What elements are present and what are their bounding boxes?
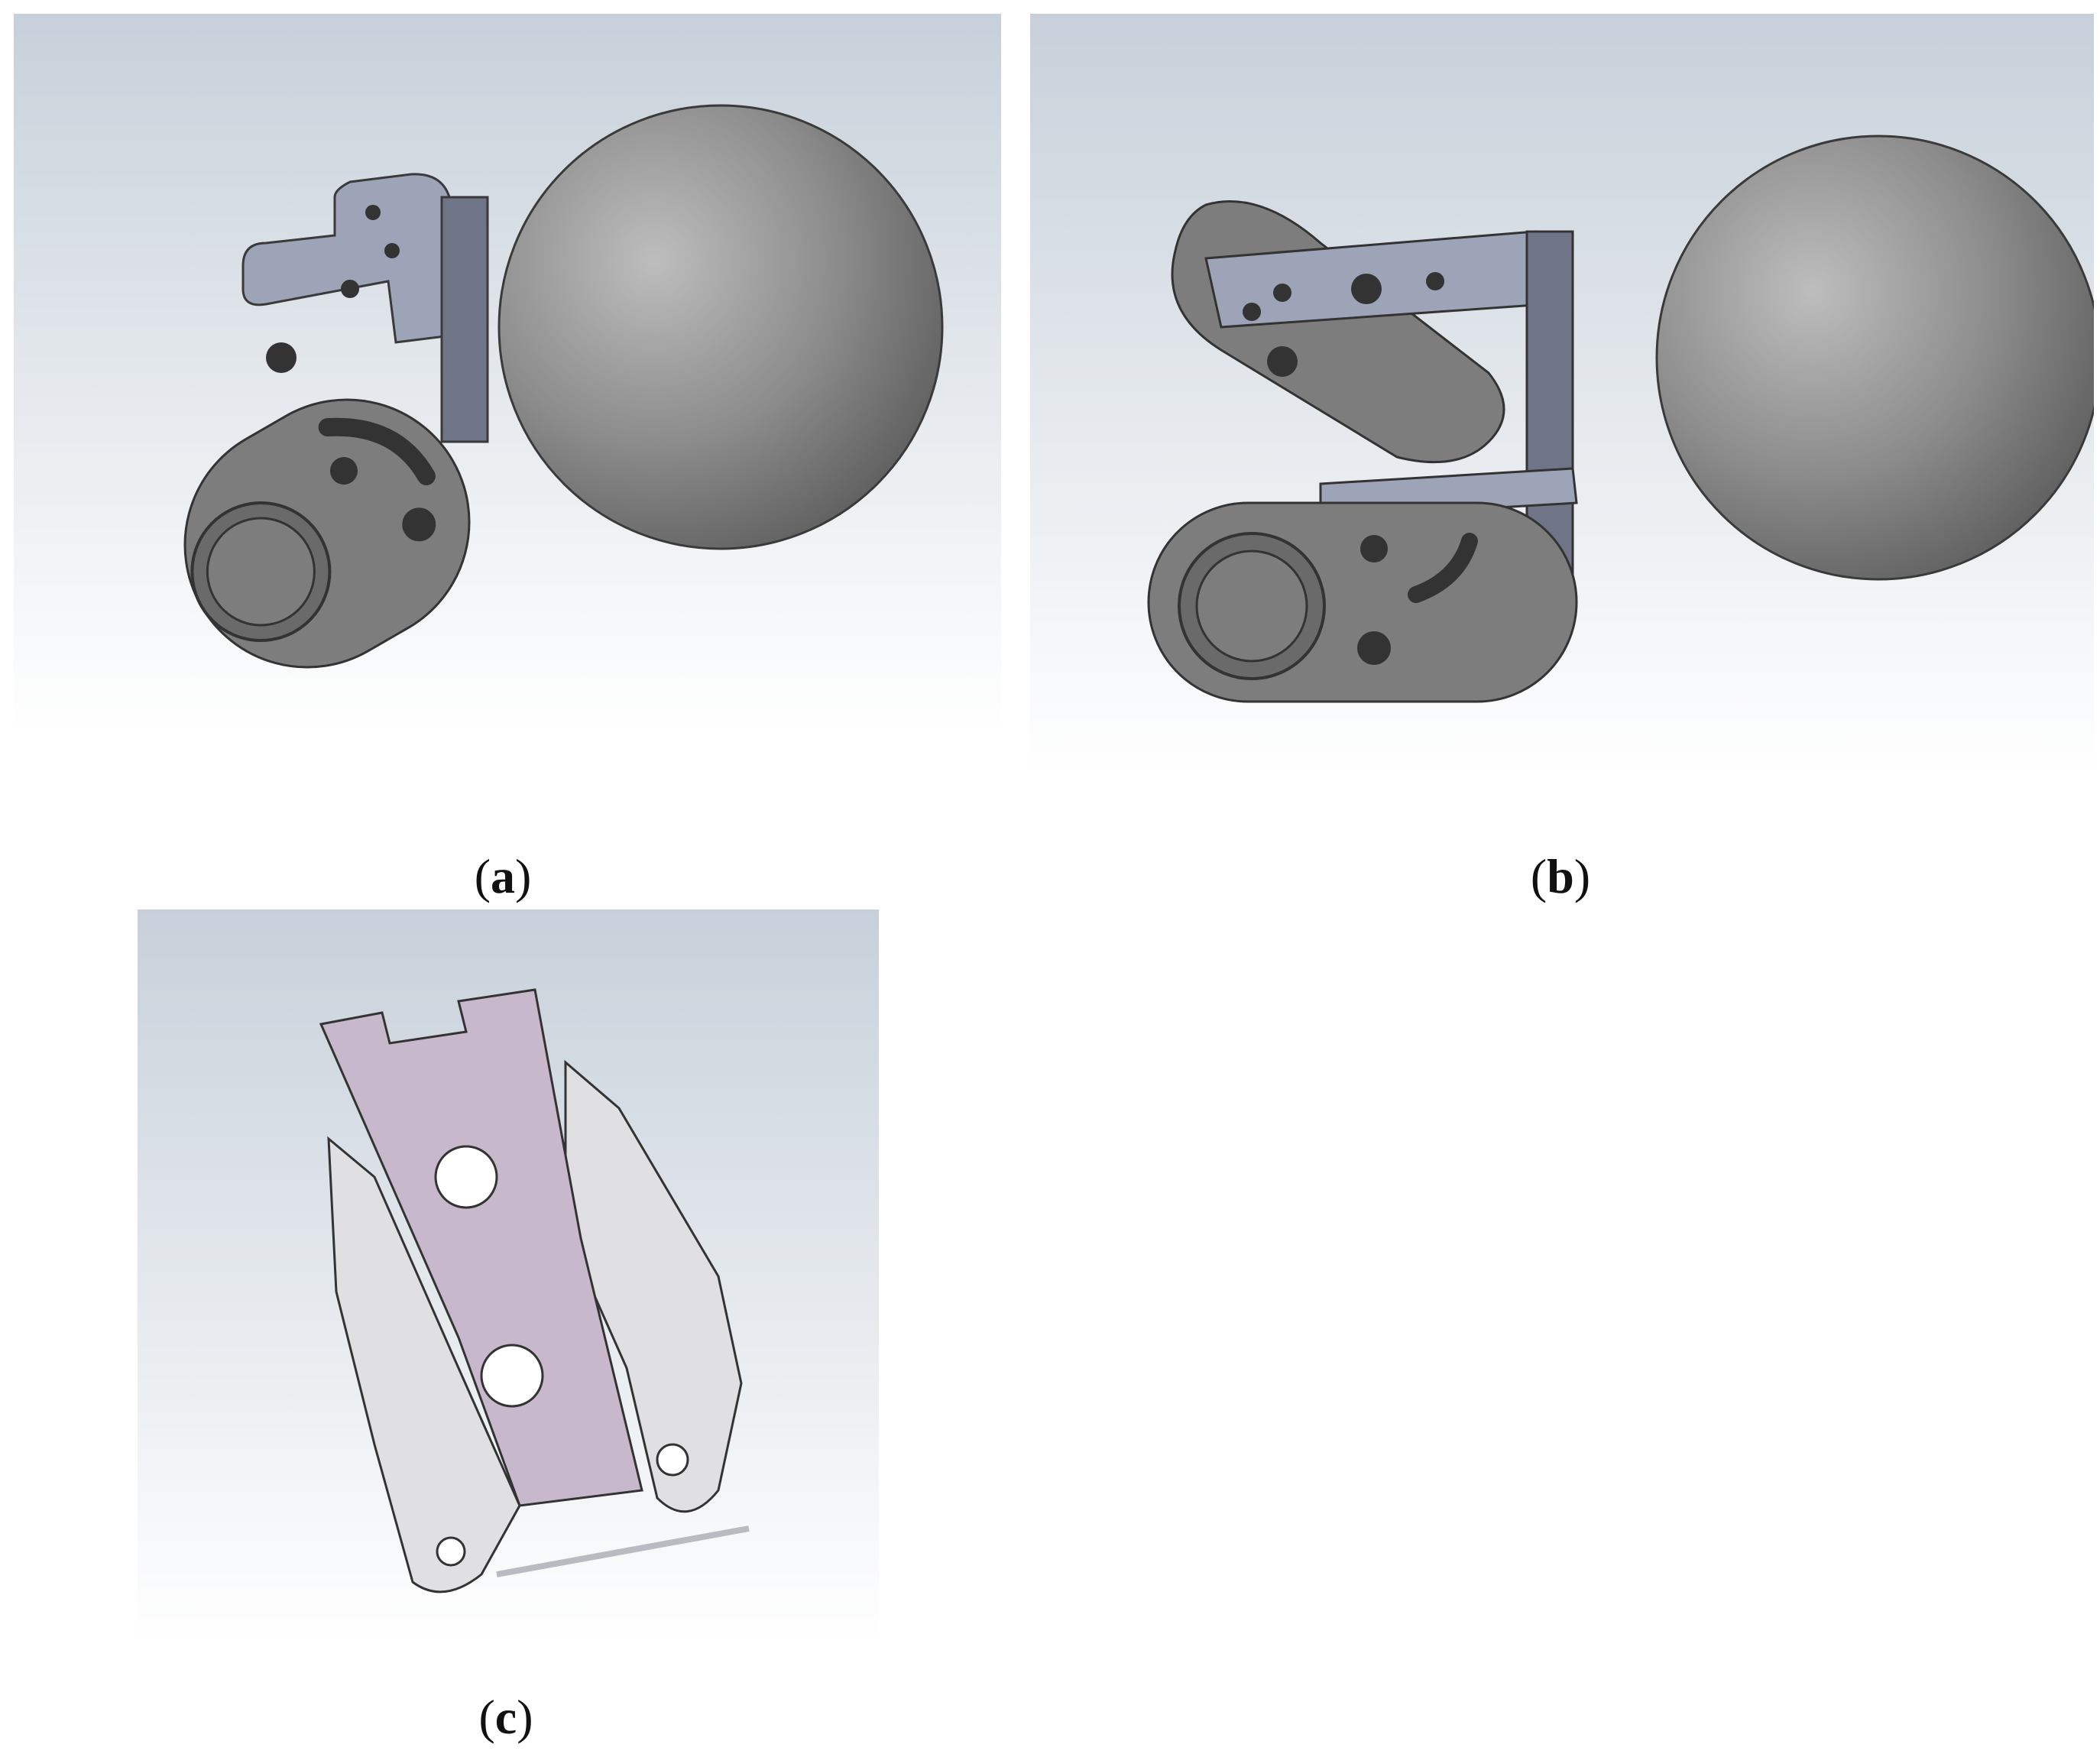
lower-plate-shape	[1147, 467, 1578, 703]
sphere-shape	[1655, 135, 2094, 581]
panel-b-render	[1030, 14, 2094, 778]
left-flange-shape	[327, 1136, 521, 1594]
caption-a: (a)	[474, 849, 532, 903]
panel-c-render	[138, 909, 879, 1643]
caption-b: (b)	[1530, 849, 1591, 903]
main-plate-shape	[319, 988, 643, 1507]
panel-a-illustration	[14, 14, 1001, 732]
caption-c: (c)	[478, 1690, 533, 1744]
shadow-shape	[496, 1525, 750, 1577]
lower-plate-shape	[183, 398, 471, 669]
panel-b-illustration	[1030, 14, 2094, 778]
right-flange-shape	[564, 1059, 743, 1513]
upper-bracket-shape	[241, 173, 459, 344]
panel-c-illustration	[138, 909, 879, 1643]
sphere-shape	[497, 104, 944, 550]
bracket-side-shape	[440, 196, 489, 443]
panel-a-render	[14, 14, 1001, 732]
